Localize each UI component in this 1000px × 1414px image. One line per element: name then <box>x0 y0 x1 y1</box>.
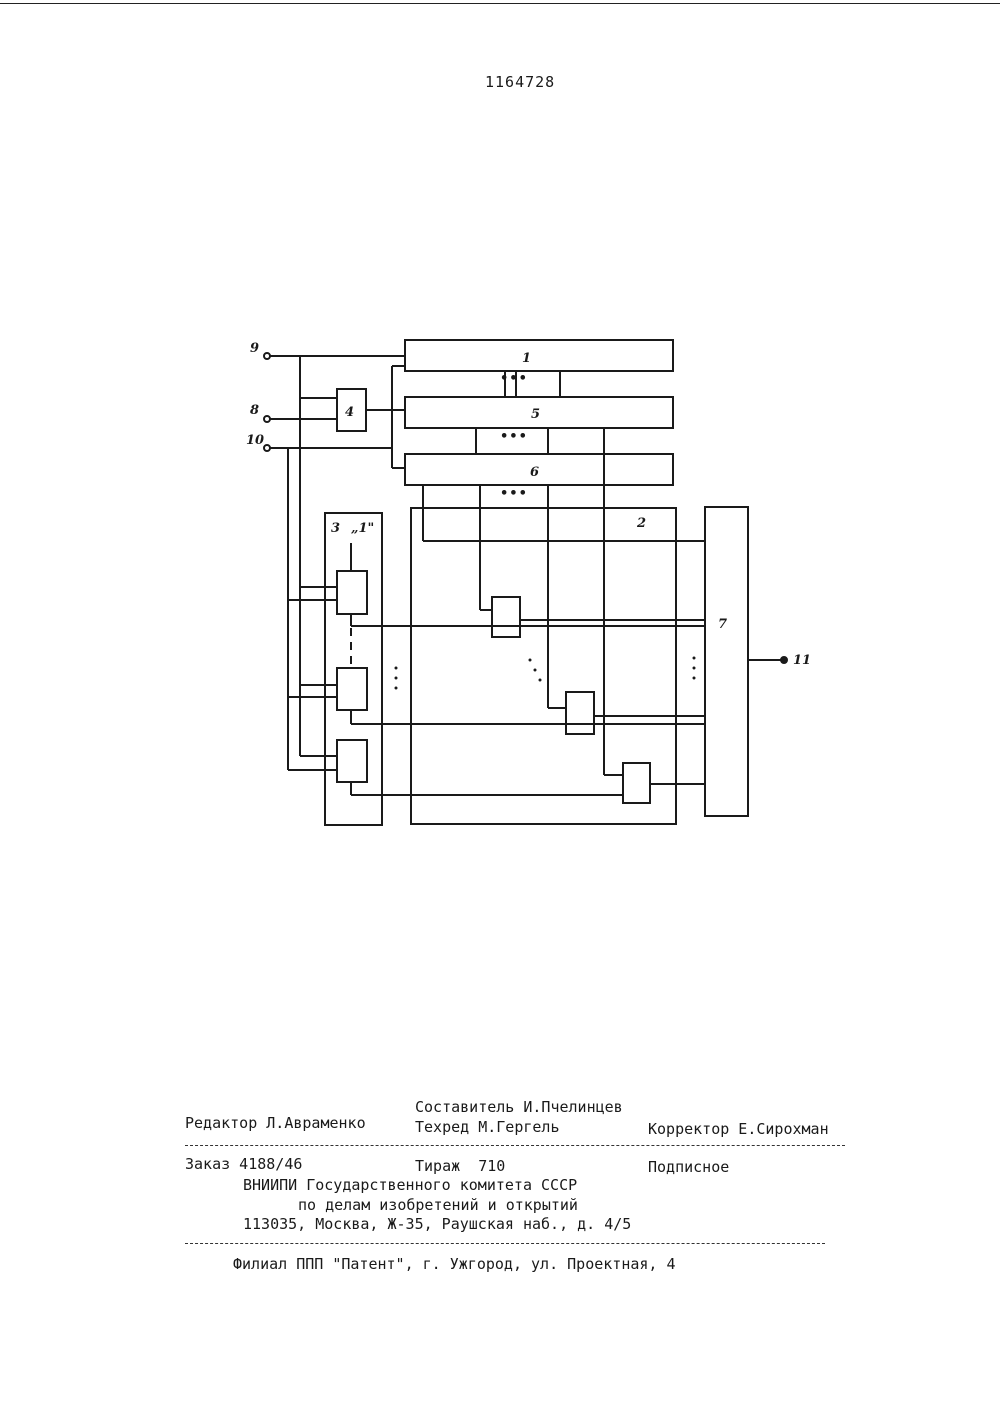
diagonal-dots <box>529 659 542 682</box>
gate-2-2 <box>566 692 594 734</box>
block-7 <box>705 507 748 816</box>
block-1 <box>405 340 673 371</box>
imprint-corrector: Корректор Е.Сирохман <box>648 1120 829 1138</box>
terminal-11-label: 11 <box>793 653 811 668</box>
block-2-label: 2 <box>636 516 646 531</box>
imprint-techred: Техред М.Гергель <box>415 1118 560 1136</box>
block-2 <box>411 508 676 824</box>
cell-3-3 <box>337 740 367 782</box>
ellipsis-5-6: ••• <box>500 429 528 444</box>
separator-bottom <box>185 1243 825 1244</box>
block-1-label: 1 <box>522 351 531 366</box>
block-3-mark: „1" <box>351 521 374 536</box>
terminal-8-label: 8 <box>250 403 259 418</box>
block-7-label: 7 <box>718 617 727 632</box>
imprint-subscription: Подписное <box>648 1158 729 1176</box>
gate-2-1 <box>492 597 520 637</box>
imprint-editor: Редактор Л.Авраменко <box>185 1114 366 1132</box>
cell-3-2 <box>337 668 367 710</box>
terminal-10-label: 10 <box>246 433 264 448</box>
terminal-9-label: 9 <box>250 341 259 356</box>
terminal-10-node <box>264 445 270 451</box>
cell-3-1 <box>337 571 367 614</box>
terminal-11-node <box>781 657 787 663</box>
imprint-circulation: Тираж 710 <box>415 1157 505 1175</box>
imprint-compiler: Составитель И.Пчелинцев <box>415 1098 623 1116</box>
ellipsis-6-2: ••• <box>500 486 528 501</box>
separator-top <box>185 1145 845 1146</box>
ellipsis-1-5: ••• <box>500 371 528 386</box>
imprint-branch: Филиал ППП "Патент", г. Ужгород, ул. Про… <box>233 1255 676 1273</box>
vertical-dots-3 <box>395 667 398 690</box>
imprint-org-line2: по делам изобретений и открытий <box>298 1196 578 1214</box>
imprint-org-line3: 113035, Москва, Ж-35, Раушская наб., д. … <box>243 1215 631 1233</box>
imprint-org-line1: ВНИИПИ Государственного комитета СССР <box>243 1176 577 1194</box>
register-bus <box>423 371 705 775</box>
vertical-dots-7 <box>693 657 696 680</box>
gate-2-3 <box>623 763 650 803</box>
block-6-label: 6 <box>530 465 539 480</box>
terminal-9-node <box>264 353 270 359</box>
block-5-label: 5 <box>531 407 540 422</box>
block-4-label: 4 <box>345 405 354 420</box>
block-3-label: 3 <box>331 521 340 536</box>
terminal-8-node <box>264 416 270 422</box>
imprint-order: Заказ 4188/46 <box>185 1155 302 1173</box>
